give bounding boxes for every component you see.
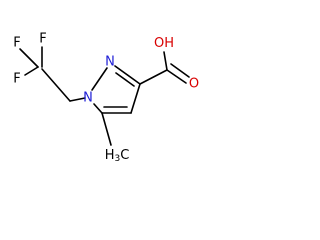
bond-f2-cf3	[24, 66, 39, 76]
methyl-h-letter: H	[105, 148, 115, 163]
methyl-c-letter: C	[120, 148, 129, 163]
bond-c5-n1	[93, 103, 103, 114]
bond-f1-cf3	[19, 48, 39, 68]
bond-n2-c3	[114, 65, 141, 85]
nitrogen-label-2: N	[105, 55, 115, 70]
bond-c3-ccooh	[139, 69, 168, 85]
fluorine-label-3: F	[39, 32, 46, 47]
carbonyl-oxygen-label: O	[189, 77, 199, 92]
hydroxyl-h-letter: H	[164, 36, 174, 51]
bond-ch2-n1	[69, 97, 86, 102]
nitrogen-label-1: N	[83, 91, 93, 106]
bond-ccooh-o-2	[170, 63, 190, 78]
methyl-label: H3C	[105, 148, 130, 165]
bond-c3-c4	[130, 83, 141, 114]
bond-n1-n2	[91, 67, 108, 91]
chemical-structure: F F F N N OH O H3C	[13, 32, 199, 165]
bond-c5-methyl	[101, 112, 112, 146]
bond-n2-c3-inner	[115, 72, 135, 87]
bond-ccooh-oh	[163, 51, 168, 71]
hydroxyl-o-letter: O	[154, 36, 164, 51]
fluorine-label-2: F	[13, 72, 20, 87]
fluorine-label-1: F	[13, 36, 20, 51]
bond-cf3-ch2	[41, 68, 71, 102]
atom-labels: F F F N N OH O H3C	[13, 32, 199, 165]
bond-ccooh-o-1	[166, 69, 187, 84]
hydroxyl-oxygen-label: OH	[154, 36, 174, 51]
methyl-subscript: 3	[114, 154, 120, 164]
bonds	[19, 46, 190, 146]
